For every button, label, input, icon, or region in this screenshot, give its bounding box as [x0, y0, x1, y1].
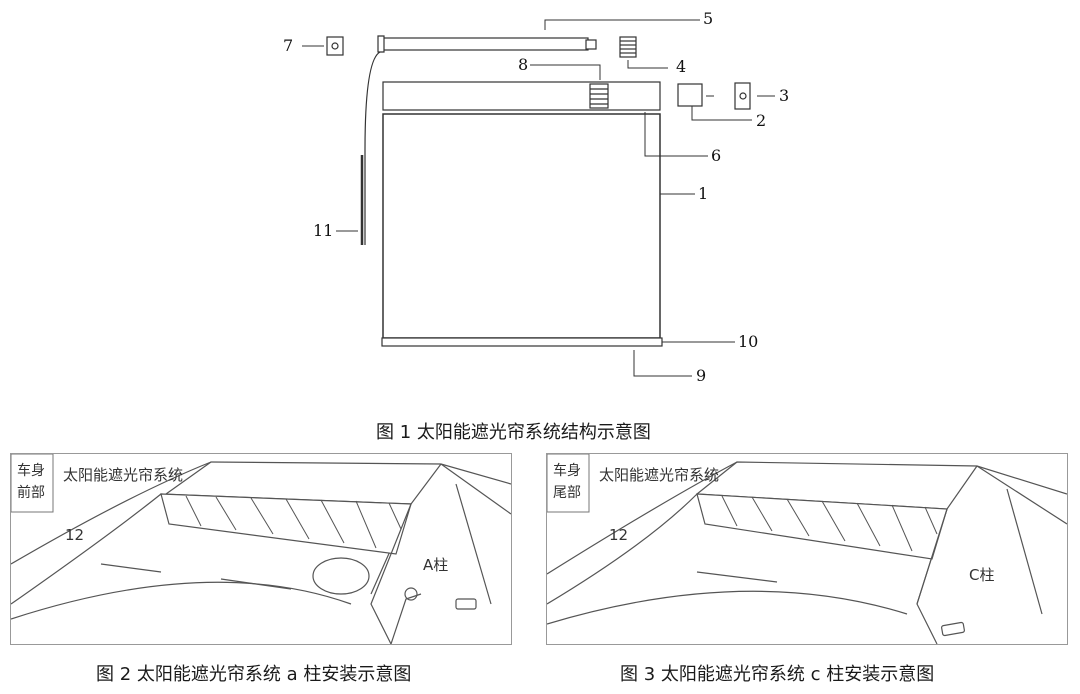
- roller-left-end: [377, 35, 385, 53]
- gear-part: [619, 36, 637, 58]
- figure1-caption: 图 1 太阳能遮光帘系统结构示意图: [376, 422, 651, 443]
- callout-1: 1: [698, 184, 708, 203]
- system-label: 太阳能遮光帘系统: [63, 466, 184, 484]
- callout-7: 7: [283, 36, 293, 55]
- right-bracket: [734, 82, 751, 110]
- cable: [364, 51, 381, 245]
- car-rear-sketch: [546, 453, 1068, 645]
- callout-10: 10: [738, 332, 758, 351]
- corner-label-line2: 尾部: [553, 485, 581, 501]
- part-label-12: 12: [65, 526, 85, 544]
- callout-11: 11: [313, 221, 333, 240]
- left-bracket: [326, 36, 344, 56]
- figure3-caption: 图 3 太阳能遮光帘系统 c 柱安装示意图: [620, 664, 935, 685]
- system-label: 太阳能遮光帘系统: [599, 466, 720, 484]
- motor-block: [677, 83, 703, 107]
- callout-3: 3: [779, 86, 789, 105]
- callout-8: 8: [518, 55, 528, 74]
- corner-label-line1: 车身: [17, 463, 45, 479]
- roller-tube: [379, 37, 589, 51]
- structure-diagram: 5 4 8 3 2 6 1 10 9 7 11: [283, 9, 789, 385]
- corner-label-line2: 前部: [17, 485, 45, 501]
- figure2-caption: 图 2 太阳能遮光帘系统 a 柱安装示意图: [96, 664, 412, 685]
- corner-label-line1: 车身: [553, 463, 581, 479]
- car-front-sketch: [10, 453, 512, 645]
- pillar-label: A柱: [423, 556, 449, 574]
- pillar-label: C柱: [969, 566, 995, 584]
- shade-panel: [382, 113, 661, 339]
- housing-box: [382, 81, 661, 111]
- callout-9: 9: [696, 366, 706, 385]
- callout-6: 6: [711, 146, 721, 165]
- callout-2: 2: [756, 111, 766, 130]
- housing-gear: [589, 83, 609, 109]
- roller-end-cap: [585, 39, 597, 50]
- figure2-panel: 车身 前部 太阳能遮光帘系统 12 A柱: [10, 453, 512, 645]
- callout-5: 5: [703, 9, 713, 28]
- bottom-bar: [381, 337, 663, 347]
- part-label-12: 12: [609, 526, 629, 544]
- callout-4: 4: [676, 57, 686, 76]
- figure3-panel: 车身 尾部 太阳能遮光帘系统 12 C柱: [546, 453, 1068, 645]
